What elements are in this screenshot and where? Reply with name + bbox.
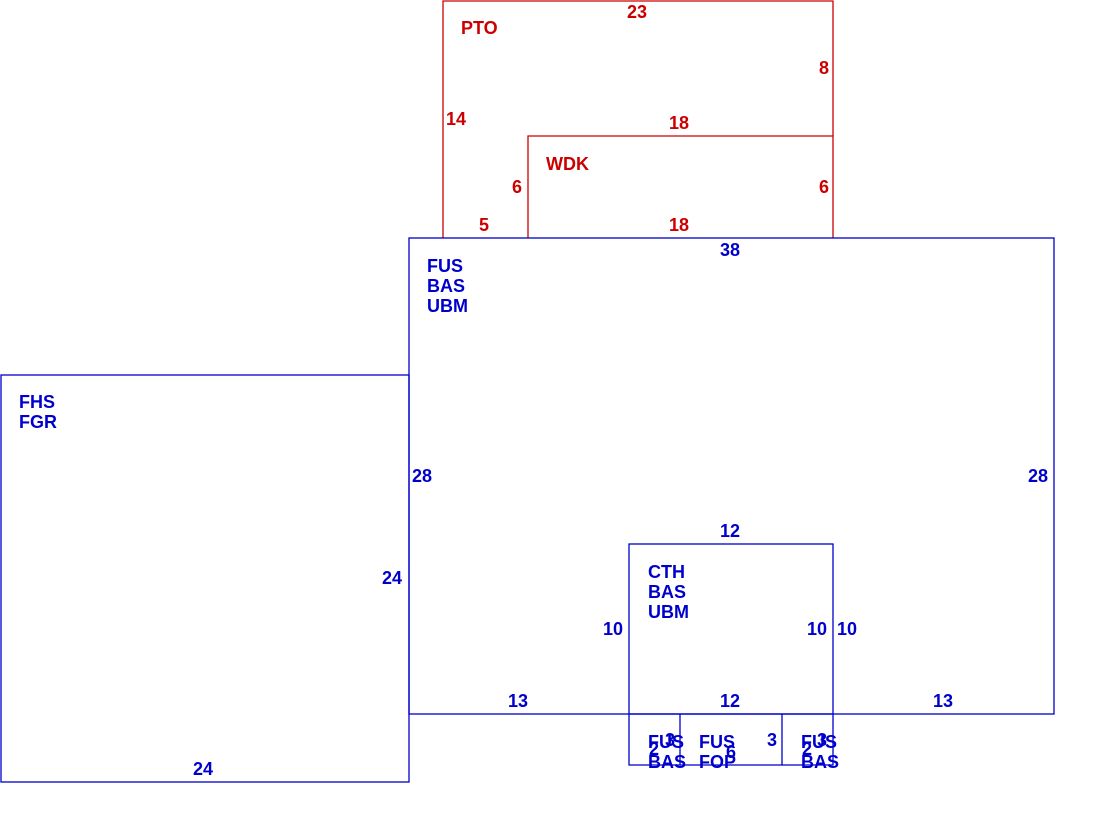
wdk-label: WDK — [546, 154, 589, 174]
porch-area: FUS FOP — [680, 714, 783, 772]
pto-label: PTO — [461, 18, 498, 38]
dim-pto-right: 8 — [819, 58, 829, 78]
dim-main-top: 38 — [720, 240, 740, 260]
dim-cth-bottom: 12 — [720, 691, 740, 711]
dim-main-bottom-left: 13 — [508, 691, 528, 711]
dim-bay-right-top: 3 — [817, 730, 827, 750]
dim-garage-bottom: 24 — [193, 759, 213, 779]
dim-porch-side: 3 — [767, 730, 777, 750]
dim-cth-top: 12 — [720, 521, 740, 541]
bay-left-code-2: BAS — [648, 752, 686, 772]
garage-code-2: FGR — [19, 412, 57, 432]
wdk-area: WDK — [527, 135, 834, 238]
pto-area: PTO — [442, 0, 834, 238]
dim-pto-bottom: 5 — [479, 215, 489, 235]
dim-wdk-right: 6 — [819, 177, 829, 197]
blue-dimension-labels: 38 28 28 13 13 24 24 12 10 10 10 12 3 2 … — [193, 240, 1048, 779]
wdk-outline — [527, 135, 834, 238]
main-house-outline — [408, 237, 1055, 715]
dim-cth-right-outer: 10 — [837, 619, 857, 639]
dim-wdk-left: 6 — [512, 177, 522, 197]
cathedral-code-2: BAS — [648, 582, 686, 602]
main-house-code-2: BAS — [427, 276, 465, 296]
dim-garage-right: 24 — [382, 568, 402, 588]
dim-porch-bottom: 6 — [726, 742, 736, 762]
main-house-area: FUS BAS UBM — [408, 237, 1055, 715]
dim-main-right: 28 — [1028, 466, 1048, 486]
dim-cth-left: 10 — [603, 619, 623, 639]
porch-code-2: FOP — [699, 752, 736, 772]
bay-left-code-1: FUS — [648, 732, 684, 752]
bay-right-code-1: FUS — [801, 732, 837, 752]
pto-outline — [442, 0, 834, 238]
cathedral-code-1: CTH — [648, 562, 685, 582]
dim-wdk-top: 18 — [669, 113, 689, 133]
dim-wdk-bottom: 18 — [669, 215, 689, 235]
bay-right-outline — [782, 714, 834, 766]
cathedral-outline — [628, 543, 834, 715]
garage-outline — [0, 374, 410, 783]
dim-pto-left: 14 — [446, 109, 466, 129]
cathedral-area: CTH BAS UBM — [628, 543, 834, 715]
garage-area: FHS FGR — [0, 374, 410, 783]
dim-bay-left-top: 3 — [665, 730, 675, 750]
dim-cth-right-inner: 10 — [807, 619, 827, 639]
dim-pto-top: 23 — [627, 2, 647, 22]
cathedral-code-3: UBM — [648, 602, 689, 622]
dim-bay-left-side: 2 — [649, 739, 659, 759]
dim-main-left: 28 — [412, 466, 432, 486]
dim-bay-right-side: 2 — [802, 739, 812, 759]
red-dimension-labels: 23 8 14 18 6 6 5 18 — [446, 2, 829, 235]
bay-left-area: FUS BAS — [628, 714, 686, 772]
main-house-code-3: UBM — [427, 296, 468, 316]
dim-main-bottom-right: 13 — [933, 691, 953, 711]
bay-left-outline — [628, 714, 681, 766]
porch-code-1: FUS — [699, 732, 735, 752]
bay-right-code-2: BAS — [801, 752, 839, 772]
garage-code-1: FHS — [19, 392, 55, 412]
bay-right-area: FUS BAS — [782, 714, 839, 772]
main-house-code-1: FUS — [427, 256, 463, 276]
